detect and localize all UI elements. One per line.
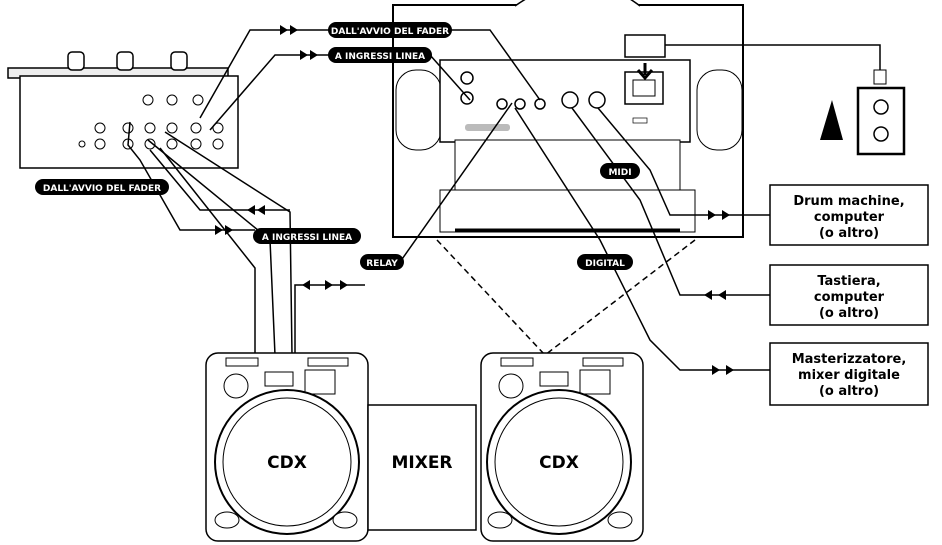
svg-text:A INGRESSI LINEA: A INGRESSI LINEA — [335, 52, 425, 62]
svg-text:computer: computer — [814, 210, 885, 225]
label-line-inputs-mid: A INGRESSI LINEA — [253, 228, 361, 244]
svg-text:DALL'AVVIO DEL FADER: DALL'AVVIO DEL FADER — [43, 184, 161, 194]
cdx-rear-panel — [392, 0, 744, 238]
cdx-right-unit: CDX — [480, 352, 644, 542]
label-fader-start-left: DALL'AVVIO DEL FADER — [35, 179, 169, 195]
svg-text:DALL'AVVIO DEL FADER: DALL'AVVIO DEL FADER — [331, 27, 449, 37]
svg-text:MIDI: MIDI — [608, 168, 631, 178]
cdx-left-label: CDX — [267, 453, 307, 473]
svg-text:Drum machine,: Drum machine, — [793, 194, 904, 209]
svg-text:A INGRESSI LINEA: A INGRESSI LINEA — [262, 233, 352, 243]
label-midi: MIDI — [600, 163, 640, 179]
svg-text:computer: computer — [814, 290, 885, 305]
svg-text:(o altro): (o altro) — [819, 306, 879, 321]
device-recorder: Masterizzatore, mixer digitale (o altro) — [769, 342, 929, 406]
mixer-box: MIXER — [367, 404, 477, 531]
device-keyboard: Tastiera, computer (o altro) — [769, 264, 929, 326]
label-line-inputs-top: A INGRESSI LINEA — [328, 47, 432, 63]
svg-text:(o altro): (o altro) — [819, 226, 879, 241]
power-outlet — [624, 34, 906, 156]
svg-text:DIGITAL: DIGITAL — [585, 259, 625, 269]
mixer-rear-panel — [7, 51, 239, 169]
label-digital: DIGITAL — [577, 254, 633, 270]
cdx-right-label: CDX — [539, 453, 579, 473]
svg-text:mixer digitale: mixer digitale — [798, 368, 900, 383]
svg-text:(o altro): (o altro) — [819, 384, 879, 399]
cdx-left-unit: CDX — [205, 352, 369, 542]
label-relay: RELAY — [360, 254, 404, 270]
svg-text:MIXER: MIXER — [391, 453, 452, 473]
svg-text:Tastiera,: Tastiera, — [817, 274, 880, 289]
warning-icon — [820, 100, 843, 140]
device-drum-machine: Drum machine, computer (o altro) — [769, 184, 929, 246]
arrow-markers — [215, 25, 734, 375]
label-fader-start-top: DALL'AVVIO DEL FADER — [328, 22, 452, 38]
svg-text:Masterizzatore,: Masterizzatore, — [792, 352, 907, 367]
svg-text:RELAY: RELAY — [366, 259, 398, 269]
